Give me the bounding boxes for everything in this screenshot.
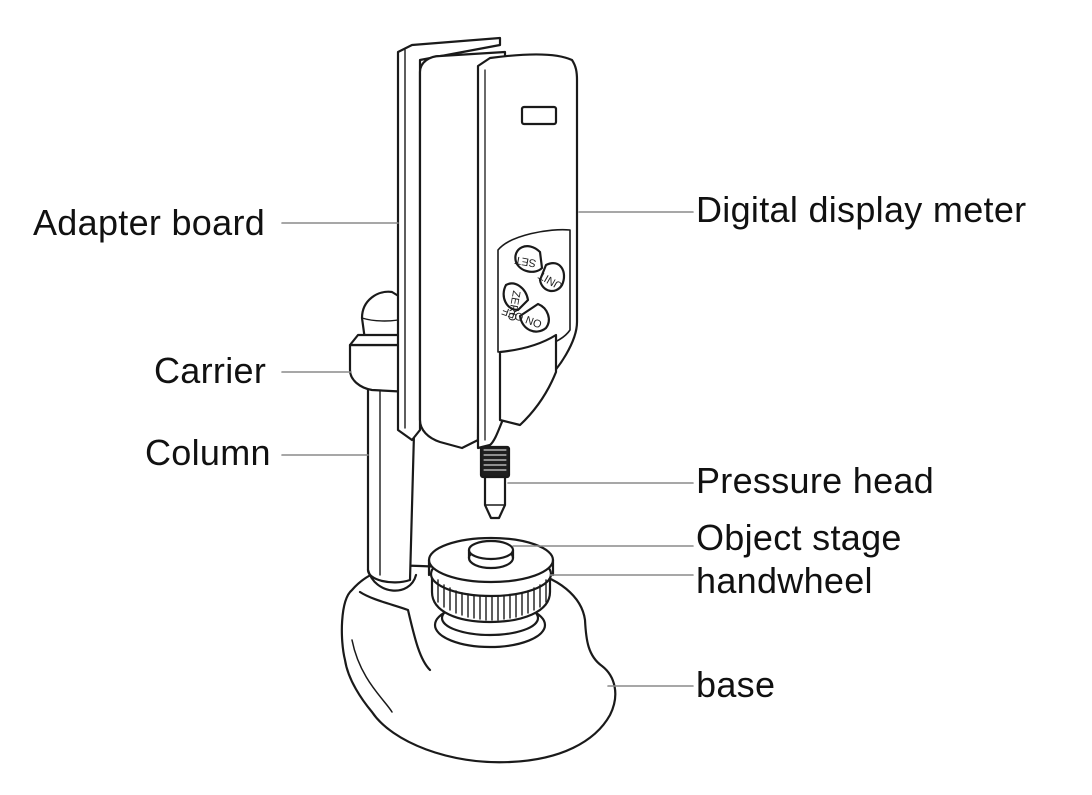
label-adapter-board: Adapter board [33,202,266,243]
label-digital-display-meter: Digital display meter [696,189,1027,230]
handwheel-shape [427,536,555,649]
label-base: base [696,664,776,705]
pressure-head-shape [479,445,511,520]
keypad-zero-label: ZERO [505,290,522,323]
label-carrier: Carrier [154,350,267,391]
object-stage-shape [467,539,515,570]
adapter-board-shape [396,36,502,442]
keypad-set-label: SET [514,253,537,269]
label-column: Column [145,432,271,473]
label-object-stage: Object stage [696,517,902,558]
label-handwheel: handwheel [696,560,873,601]
digital-meter-shape: SET UNIT ZERO ON OFF [418,50,579,450]
leader-lines [281,211,694,687]
label-pressure-head: Pressure head [696,460,935,501]
